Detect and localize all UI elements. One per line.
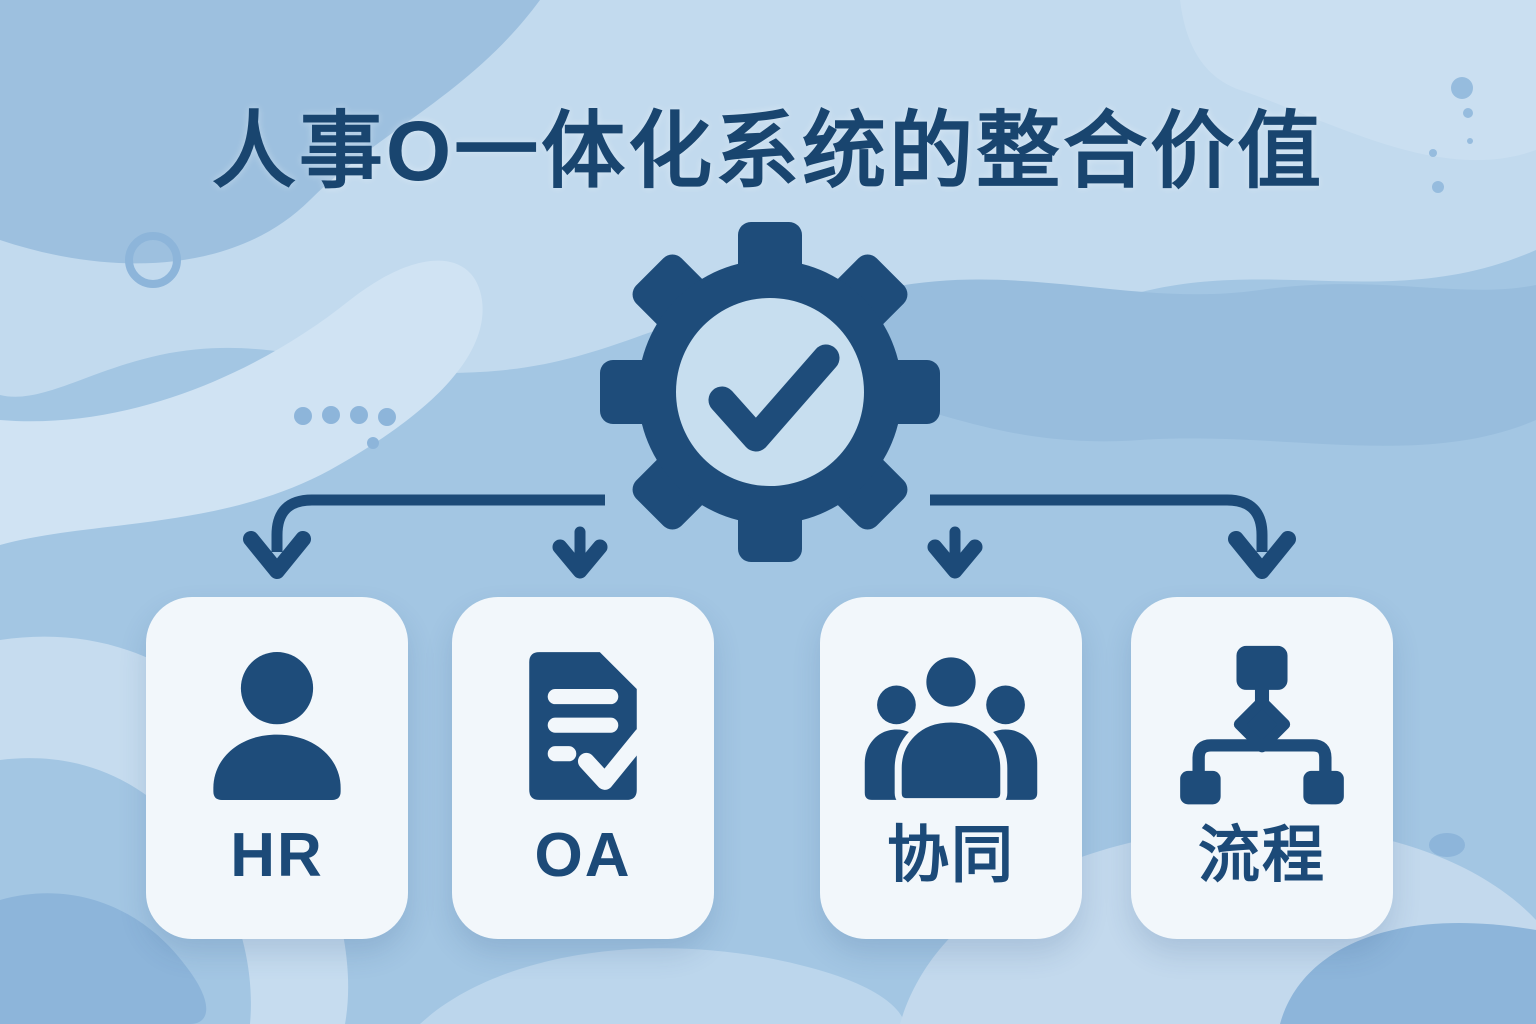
card-hr: HR xyxy=(146,597,408,939)
card-label-collab: 协同 xyxy=(886,821,1015,890)
gear-inner-circle xyxy=(676,298,864,486)
card-label-process: 流程 xyxy=(1197,821,1326,890)
arrow-to-process xyxy=(930,494,1296,579)
checkmark xyxy=(708,344,840,452)
arrow-to-oa xyxy=(552,526,608,579)
card-oa: OA xyxy=(452,597,714,939)
document-check-icon xyxy=(483,633,683,819)
card-process: 流程 xyxy=(1131,597,1393,939)
circle-outline-decoration xyxy=(125,232,181,288)
people-group-icon xyxy=(851,633,1051,819)
arrow-to-collab xyxy=(927,526,983,579)
card-label-oa: OA xyxy=(534,821,632,890)
arrow-to-hr xyxy=(243,494,605,579)
dot-row-decoration xyxy=(294,406,396,449)
card-label-hr: HR xyxy=(230,821,324,890)
flowchart-icon xyxy=(1162,633,1362,819)
person-icon xyxy=(177,633,377,819)
page-title: 人事O一体化系统的整合价值 xyxy=(211,104,1325,198)
card-collab: 协同 xyxy=(820,597,1082,939)
gear-teeth xyxy=(600,222,940,562)
